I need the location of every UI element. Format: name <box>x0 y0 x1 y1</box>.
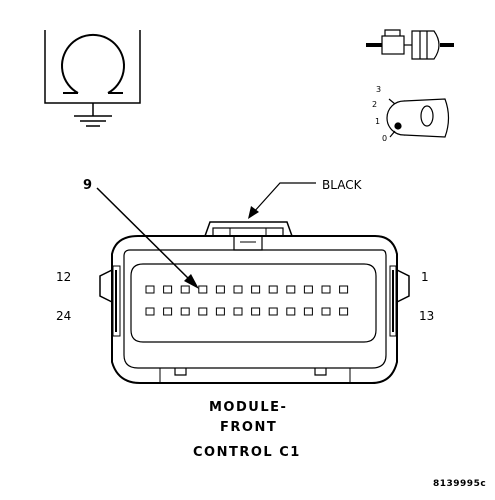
color-callout-arrow <box>248 182 316 219</box>
pin-cavity <box>180 285 190 294</box>
key-position-1: 1 <box>375 117 380 126</box>
pin-cavity <box>251 285 261 294</box>
pin-cavity <box>180 307 190 316</box>
title-line-1: MODULE- <box>209 400 287 415</box>
pin-cavity <box>321 307 331 316</box>
ignition-key-icon <box>386 98 450 138</box>
pin-cavity <box>339 307 349 316</box>
connector-plug-icon <box>366 29 454 60</box>
pin-cavity <box>233 285 243 294</box>
pin-cavity <box>251 307 261 316</box>
title-line-2: FRONT <box>220 420 277 435</box>
pin-cavity <box>145 285 155 294</box>
pin-callout-label: 9 <box>83 178 94 193</box>
pin-cavity <box>233 307 243 316</box>
pin-label-top-left: 12 <box>56 270 71 284</box>
key-position-3: 3 <box>376 85 381 94</box>
connector-color-label: BLACK <box>322 178 363 192</box>
pin-cavity <box>321 285 331 294</box>
pin-label-bottom-left: 24 <box>56 309 71 323</box>
pin-label-top-right: 1 <box>421 270 429 284</box>
pin-cavity <box>198 285 208 294</box>
pin-cavity <box>303 285 313 294</box>
ground-symbol-icon <box>44 30 141 127</box>
pin-cavity <box>268 307 278 316</box>
pin-cavity <box>339 285 349 294</box>
pin-cavity <box>163 307 173 316</box>
pin-cavity <box>303 307 313 316</box>
key-position-2: 2 <box>372 100 377 109</box>
title-line-3: CONTROL C1 <box>193 445 301 460</box>
figure-code: 8139995c <box>433 479 486 489</box>
pin-cavity <box>198 307 208 316</box>
pin-cavity-grid <box>145 285 349 316</box>
pin-cavity <box>163 285 173 294</box>
connector-housing <box>99 221 410 384</box>
key-position-0: 0 <box>382 134 387 143</box>
pin-cavity <box>215 307 225 316</box>
pin-label-bottom-right: 13 <box>419 309 434 323</box>
pin-cavity <box>286 285 296 294</box>
pin-cavity <box>145 307 155 316</box>
key-position-labels: 3 2 1 0 <box>372 85 387 143</box>
pin-cavity <box>215 285 225 294</box>
pin-cavity <box>286 307 296 316</box>
pin-cavity <box>268 285 278 294</box>
